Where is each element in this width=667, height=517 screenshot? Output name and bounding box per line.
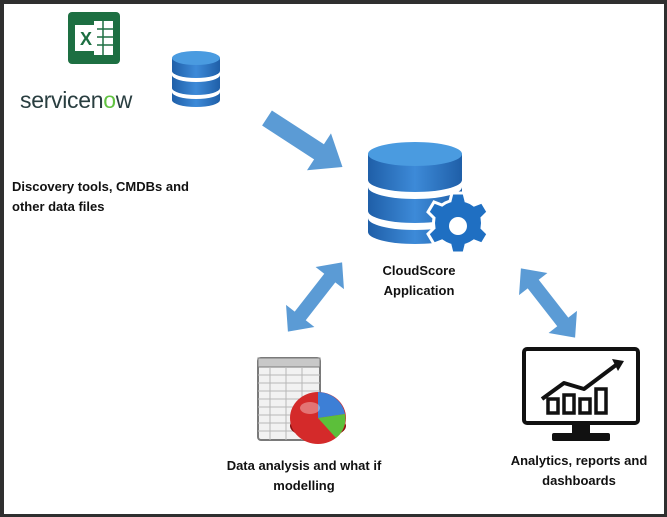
diagram-canvas: X servicenow Discovery tools, CMDBs and …: [4, 4, 664, 514]
arrow-right-down-icon: [262, 110, 343, 171]
double-arrow-icon: [286, 262, 344, 332]
cloudscore-application-label: CloudScore Application: [382, 263, 456, 298]
servicenow-logo-w: w: [115, 87, 133, 113]
spreadsheet-pie-chart-icon: [257, 357, 346, 444]
monitor-chart-icon: [522, 347, 640, 441]
analytics-reports-label: Analytics, reports and dashboards: [510, 453, 648, 488]
svg-text:X: X: [80, 29, 92, 49]
double-arrow-icon: [519, 268, 577, 338]
servicenow-logo-n: n: [90, 87, 104, 113]
database-icon: [172, 51, 220, 107]
discovery-tools-label: Discovery tools, CMDBs and other data fi…: [12, 179, 189, 214]
servicenow-logo: servicenow: [20, 87, 132, 113]
data-analysis-label: Data analysis and what if modelling: [226, 458, 382, 493]
database-gear-icon: [368, 142, 490, 255]
excel-icon: X: [68, 12, 120, 64]
servicenow-logo-o: o: [103, 87, 116, 113]
servicenow-logo-prefix: service: [20, 87, 91, 113]
